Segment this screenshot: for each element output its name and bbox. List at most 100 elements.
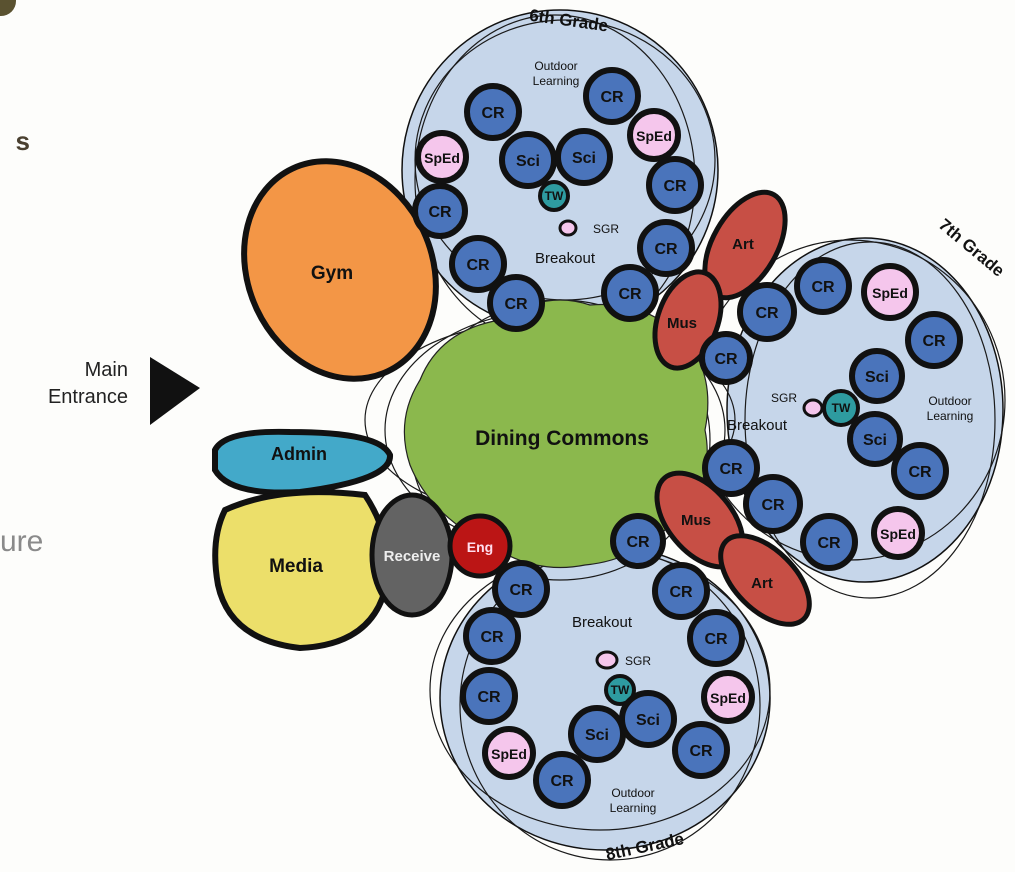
room-circle bbox=[627, 108, 681, 162]
room-circle bbox=[460, 667, 518, 725]
art-8th bbox=[718, 533, 812, 627]
space-label-art: Art bbox=[732, 236, 754, 253]
room-label: CR bbox=[504, 296, 528, 313]
room-label: CR bbox=[428, 204, 452, 221]
room-circle bbox=[464, 83, 522, 141]
room-label: CR bbox=[922, 333, 946, 350]
room-label: CR bbox=[714, 351, 738, 368]
room-label: TW bbox=[611, 683, 630, 697]
room-circle bbox=[699, 331, 753, 385]
space-label-art: Art bbox=[751, 575, 773, 592]
space-label-dining-commons: Dining Commons bbox=[475, 427, 649, 450]
room-circle bbox=[794, 257, 852, 315]
room-label: CR bbox=[481, 105, 505, 122]
space-label-mus: Mus bbox=[681, 512, 711, 529]
room-circle bbox=[487, 274, 545, 332]
room-cr: CR bbox=[412, 183, 468, 239]
room-circle bbox=[905, 311, 963, 369]
room-label: CR bbox=[669, 584, 693, 601]
room-circle bbox=[652, 562, 710, 620]
room-cr: CR bbox=[672, 721, 730, 779]
room-label: CR bbox=[477, 689, 501, 706]
area-label: Breakout bbox=[535, 250, 596, 267]
room-label: CR bbox=[480, 629, 504, 646]
room-circle bbox=[637, 219, 695, 277]
room-sci: Sci bbox=[849, 348, 905, 404]
room-circle bbox=[499, 131, 557, 189]
room-circle bbox=[492, 560, 550, 618]
room-label: CR bbox=[663, 178, 687, 195]
room-label: Sci bbox=[863, 432, 887, 449]
room-circle bbox=[687, 609, 745, 667]
room-label: CR bbox=[509, 582, 533, 599]
room-label: SpEd bbox=[424, 150, 460, 166]
room-circle bbox=[412, 183, 468, 239]
room-sped: SpEd bbox=[871, 506, 925, 560]
area-label: Learning bbox=[927, 409, 974, 423]
area-label: Learning bbox=[610, 801, 657, 815]
room-cr: CR bbox=[460, 667, 518, 725]
room-cr: CR bbox=[800, 513, 858, 571]
room-sped: SpEd bbox=[701, 670, 755, 724]
room-label: CR bbox=[719, 461, 743, 478]
room-cr: CR bbox=[794, 257, 852, 315]
room-label: Sci bbox=[516, 153, 540, 170]
room-sped: SpEd bbox=[415, 130, 469, 184]
room-circle bbox=[701, 670, 755, 724]
room-circle bbox=[604, 674, 636, 706]
room-label: SpEd bbox=[710, 690, 746, 706]
room-tw: TW bbox=[822, 389, 860, 427]
room-circle bbox=[583, 67, 641, 125]
room-circle bbox=[702, 439, 760, 497]
area-label: Breakout bbox=[572, 614, 633, 631]
space-label-mus: Mus bbox=[667, 315, 697, 332]
space-label-gym: Gym bbox=[311, 263, 353, 284]
area-label: Outdoor bbox=[534, 59, 577, 73]
space-label-admin: Admin bbox=[271, 444, 327, 464]
room-sci: Sci bbox=[619, 690, 677, 748]
area-label: Learning bbox=[533, 74, 580, 88]
room-cr: CR bbox=[487, 274, 545, 332]
room-cr: CR bbox=[463, 607, 521, 665]
room-label: CR bbox=[654, 241, 678, 258]
room-label: CR bbox=[618, 286, 642, 303]
room-cr: CR bbox=[601, 264, 659, 322]
room-label: CR bbox=[704, 631, 728, 648]
room-circle bbox=[672, 721, 730, 779]
space-label-receive: Receive bbox=[384, 548, 441, 565]
room-cr: CR bbox=[702, 439, 760, 497]
eng bbox=[447, 513, 513, 579]
admin bbox=[212, 428, 393, 496]
room-circle bbox=[619, 690, 677, 748]
room-cr: CR bbox=[637, 219, 695, 277]
room-label: CR bbox=[466, 257, 490, 274]
room-circle bbox=[646, 156, 704, 214]
room-circle bbox=[871, 506, 925, 560]
room-circle bbox=[743, 474, 803, 534]
room-label: SpEd bbox=[880, 526, 916, 542]
sgr-8th bbox=[595, 650, 619, 670]
room-circle bbox=[533, 751, 591, 809]
room-circle bbox=[861, 263, 919, 321]
room-cr: CR bbox=[449, 235, 507, 293]
room-label: Sci bbox=[572, 150, 596, 167]
room-circle bbox=[737, 282, 797, 342]
space-label-eng: Eng bbox=[467, 539, 493, 555]
room-circle bbox=[538, 180, 570, 212]
area-label: SGR bbox=[593, 222, 619, 236]
room-label: Sci bbox=[585, 727, 609, 744]
room-cr: CR bbox=[464, 83, 522, 141]
room-tw: TW bbox=[538, 180, 570, 212]
room-cr: CR bbox=[737, 282, 797, 342]
room-circle bbox=[849, 348, 905, 404]
room-circle bbox=[601, 264, 659, 322]
room-circle bbox=[463, 607, 521, 665]
room-label: CR bbox=[755, 305, 779, 322]
room-cr: CR bbox=[646, 156, 704, 214]
area-label: SGR bbox=[771, 391, 797, 405]
room-label: SpEd bbox=[636, 128, 672, 144]
sgr-7th bbox=[802, 398, 824, 418]
sgr-6th bbox=[558, 219, 578, 237]
